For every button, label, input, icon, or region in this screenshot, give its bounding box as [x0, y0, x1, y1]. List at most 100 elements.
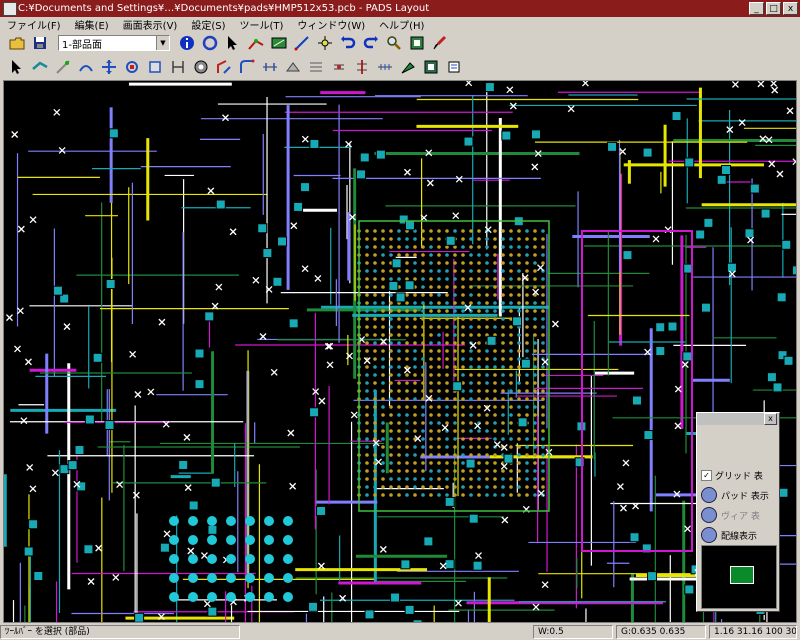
t2-corner-button[interactable]: [213, 57, 234, 77]
route-button[interactable]: [245, 33, 266, 53]
via-mark: [229, 228, 237, 236]
t2-sketch-route-button[interactable]: [75, 57, 96, 77]
bga-pad: [485, 357, 489, 361]
bga-pad: [445, 373, 449, 377]
bga-pad: [389, 397, 393, 401]
undo-button[interactable]: [337, 33, 358, 53]
bga-pad: [493, 253, 497, 257]
trace-option-row[interactable]: 配線表示: [697, 525, 779, 545]
verify-button[interactable]: [406, 33, 427, 53]
find-button[interactable]: [383, 33, 404, 53]
t2-length-button[interactable]: [374, 57, 395, 77]
via-mark: [14, 345, 21, 353]
t2-cluster-button[interactable]: [420, 57, 441, 77]
t2-stretch-button[interactable]: [259, 57, 280, 77]
t2-move-button[interactable]: [98, 57, 119, 77]
grid-toggle-row[interactable]: ✓ グリッド 表: [697, 465, 779, 485]
save-button[interactable]: [29, 33, 50, 53]
menu-setup[interactable]: 設定(S): [191, 20, 226, 32]
t2-split-button[interactable]: [167, 57, 188, 77]
bga-pad: [381, 485, 385, 489]
bga-pad: [525, 429, 529, 433]
drafting-button[interactable]: [268, 33, 289, 53]
design-button[interactable]: [314, 33, 335, 53]
trace-radio-icon[interactable]: [701, 527, 717, 543]
menu-help[interactable]: ヘルプ(H): [379, 20, 425, 32]
grid-checkbox[interactable]: ✓: [701, 469, 712, 481]
t2-net-button[interactable]: [351, 57, 372, 77]
refresh-button[interactable]: [199, 33, 220, 53]
bga-pad: [437, 317, 441, 321]
redo-button[interactable]: [360, 33, 381, 53]
pad: [390, 592, 401, 603]
t2-arc-button[interactable]: [236, 57, 257, 77]
pcb-layout-view[interactable]: [4, 81, 796, 622]
bga-pad: [461, 365, 465, 369]
bga-pad: [541, 381, 545, 385]
t2-spin-button[interactable]: [144, 57, 165, 77]
via-mark: [162, 420, 170, 428]
t2-via-button[interactable]: [190, 57, 211, 77]
board-preview[interactable]: [701, 545, 777, 609]
bga-pad: [413, 373, 417, 377]
bga-pad: [533, 349, 537, 353]
status-width: W:0.5: [533, 625, 613, 639]
menu-file[interactable]: ファイル(F): [7, 20, 61, 32]
close-button[interactable]: x: [783, 2, 798, 15]
bga-pad: [493, 365, 497, 369]
t2-cut-button[interactable]: [397, 57, 418, 77]
bga-pad: [525, 453, 529, 457]
info-button[interactable]: [176, 33, 197, 53]
via-radio-icon[interactable]: [701, 507, 717, 523]
t2-select-button[interactable]: [6, 57, 27, 77]
pad: [194, 379, 205, 390]
preview-viewport-rect[interactable]: [730, 566, 754, 584]
pad: [207, 606, 218, 617]
bga-pad: [493, 261, 497, 265]
via-mark: [129, 350, 137, 358]
bga-pad: [525, 333, 529, 337]
bga-pad: [501, 285, 505, 289]
t2-rotate-button[interactable]: [121, 57, 142, 77]
via-mark: [501, 516, 509, 524]
minimize-button[interactable]: _: [749, 2, 764, 15]
t2-pour-button[interactable]: [305, 57, 326, 77]
bga-pad: [389, 477, 393, 481]
floppy-icon: [33, 37, 46, 49]
open-button[interactable]: [6, 33, 27, 53]
menu-window[interactable]: ウィンドウ(W): [297, 20, 366, 32]
bga-pad: [429, 461, 433, 465]
t2-component-button[interactable]: [443, 57, 464, 77]
bga-pad: [477, 269, 481, 273]
menu-tools[interactable]: ツール(T): [239, 20, 284, 32]
t2-copper-button[interactable]: [282, 57, 303, 77]
bga-pad: [429, 237, 433, 241]
menu-view[interactable]: 画面表示(V): [122, 20, 178, 32]
menu-edit[interactable]: 編集(E): [74, 20, 109, 32]
brush-button[interactable]: [429, 33, 450, 53]
t2-add-trace-button[interactable]: [29, 57, 50, 77]
bga-pad: [381, 277, 385, 281]
connector-pad: [245, 573, 255, 583]
panel-close-button[interactable]: x: [764, 413, 777, 425]
bga-pad: [397, 309, 401, 313]
t2-dynamic-route-button[interactable]: [52, 57, 73, 77]
select-button[interactable]: [222, 33, 243, 53]
pad: [215, 199, 226, 210]
bga-pad: [469, 229, 473, 233]
pad-radio-icon[interactable]: [701, 487, 717, 503]
chevron-down-icon[interactable]: ▼: [156, 36, 169, 50]
t2-teardrop-button[interactable]: [328, 57, 349, 77]
maximize-button[interactable]: □: [766, 2, 781, 15]
via-option-row[interactable]: ヴィア 表: [697, 505, 779, 525]
connector-pad: [245, 554, 255, 564]
pad: [684, 584, 695, 595]
line-button[interactable]: [291, 33, 312, 53]
bga-pad: [437, 413, 441, 417]
bga-pad: [517, 301, 521, 305]
via-mark: [73, 480, 81, 488]
pad-option-row[interactable]: パッド 表示: [697, 485, 779, 505]
bga-pad: [365, 277, 369, 281]
pcb-canvas[interactable]: [3, 80, 797, 623]
layer-combo[interactable]: 1-部品面 ▼: [58, 35, 170, 51]
